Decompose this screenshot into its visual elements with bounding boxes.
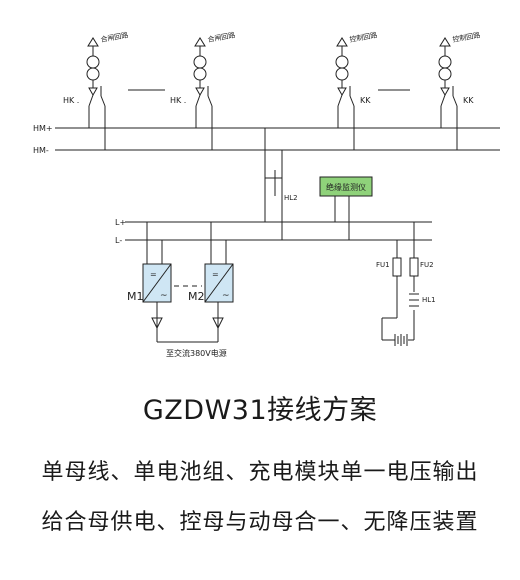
- insulation-monitor-label: 绝缘监测仪: [326, 182, 366, 192]
- feeder-1: [86, 37, 106, 150]
- feeder-1-switch-label: HK .: [63, 96, 79, 105]
- hm-minus-label: HM-: [33, 146, 49, 155]
- svg-text:=: =: [212, 270, 219, 279]
- scheme-title: GZDW31接线方案: [142, 395, 378, 426]
- feeder-1-label: 合闸回路: [100, 30, 129, 44]
- fuse-fu1: [392, 257, 402, 277]
- feeder-4-label: 控制回路: [452, 30, 481, 44]
- feeder-2: [193, 37, 213, 150]
- hl2-label: HL2: [284, 194, 298, 202]
- fuse-fu2: [409, 257, 419, 277]
- module-2-label: M2: [188, 290, 205, 303]
- feeder-4-switch-label: KK: [463, 96, 474, 105]
- l-minus-label: L-: [115, 236, 122, 245]
- fu2-label: FU2: [420, 261, 434, 269]
- feeder-4: [438, 37, 458, 150]
- charging-module-1: = ~: [142, 263, 172, 303]
- charging-module-2: = ~: [204, 263, 234, 303]
- wiring-diagram: 合闸回路 HK . 合闸回路 HK . 控制回路 KK 控制回路 KK = ~ = ~ 绝缘监…: [33, 30, 500, 358]
- module-2-arrow-icon: [212, 317, 224, 330]
- ac-source-label: 至交流380V电源: [166, 348, 227, 358]
- feeder-3-label: 控制回路: [349, 30, 378, 44]
- feeder-2-label: 合闸回路: [207, 30, 236, 44]
- fu1-label: FU1: [376, 261, 390, 269]
- l-plus-label: L+: [115, 218, 126, 227]
- insulation-monitor: [319, 176, 373, 197]
- svg-text:~: ~: [160, 291, 168, 301]
- svg-text:=: =: [150, 270, 157, 279]
- description-line-1: 单母线、单电池组、充电模块单一电压输出: [41, 460, 479, 485]
- description-line-2: 给合母供电、控母与动母合一、无降压装置: [41, 510, 479, 535]
- hm-plus-label: HM+: [33, 124, 53, 133]
- hl1-label: HL1: [422, 296, 436, 304]
- feeder-2-switch-label: HK .: [170, 96, 186, 105]
- battery-icon: [394, 334, 408, 346]
- module-1-arrow-icon: [151, 317, 163, 330]
- module-1-label: M1: [127, 290, 144, 303]
- feeder-3: [335, 37, 355, 150]
- svg-text:~: ~: [222, 291, 230, 301]
- feeder-3-switch-label: KK: [360, 96, 371, 105]
